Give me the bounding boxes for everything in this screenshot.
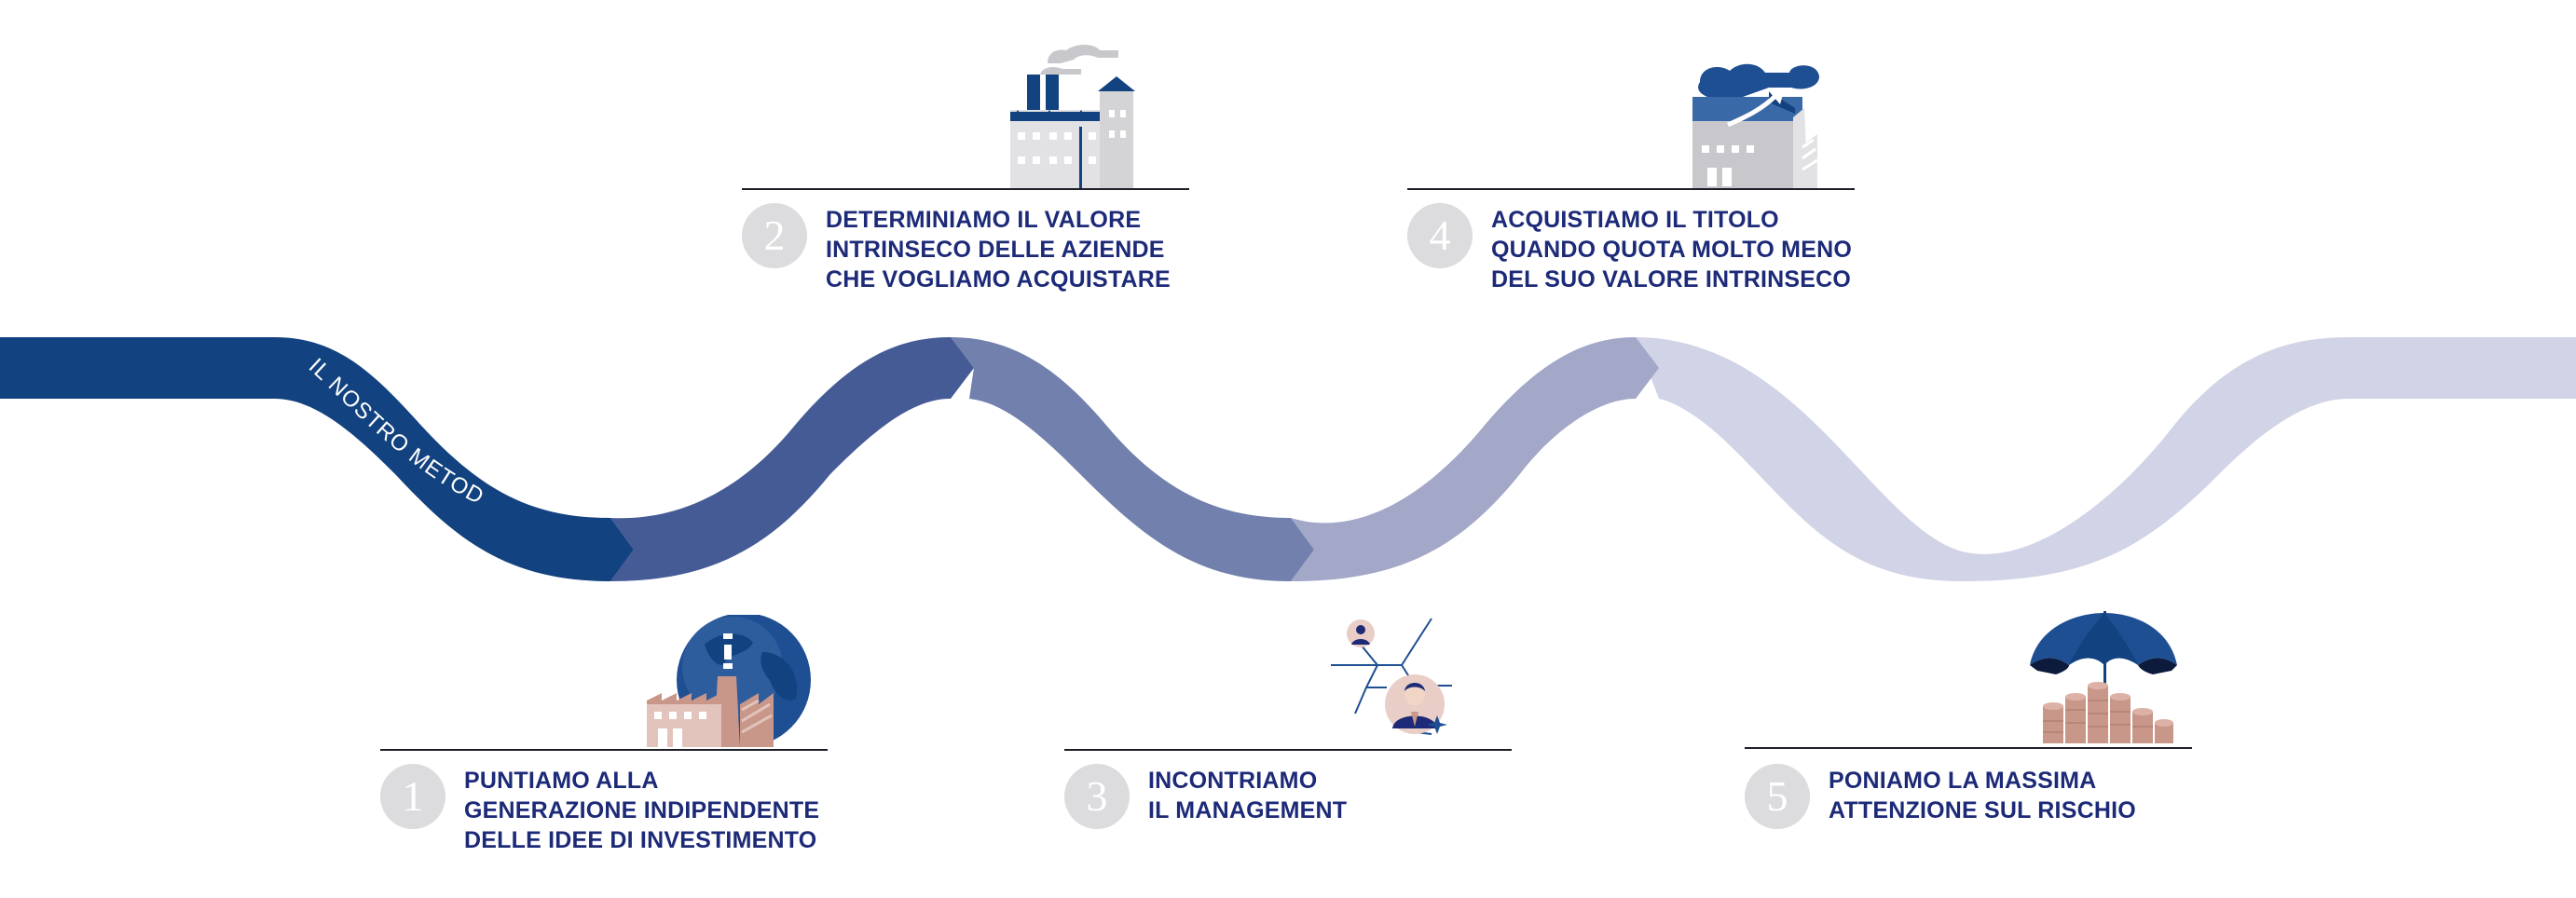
- ribbon-segment-5: [1636, 337, 2576, 581]
- step-4: 4 ACQUISTIAMO IL TITOLO QUANDO QUOTA MOL…: [1407, 34, 1864, 304]
- step-2-number: 2: [742, 203, 807, 268]
- step-2-divider: [742, 188, 1189, 190]
- step-2: 2 DETERMINIAMO IL VALORE INTRINSECO DELL…: [742, 34, 1199, 304]
- ribbon-segment-2: [610, 337, 974, 581]
- step-4-divider: [1407, 188, 1855, 190]
- step-5: 5 PONIAMO LA MASSIMA ATTENZIONE SUL RISC…: [1745, 611, 2201, 891]
- step-3-text: INCONTRIAMO IL MANAGEMENT: [1148, 768, 1348, 823]
- ribbon-segment-1: [0, 337, 634, 581]
- factory-growth-icon: [1692, 63, 1819, 188]
- step-2-text: DETERMINIAMO IL VALORE INTRINSECO DELLE …: [826, 207, 1171, 293]
- factory-icon: [1010, 45, 1135, 190]
- step-3-divider: [1064, 749, 1512, 751]
- step-4-number: 4: [1407, 203, 1473, 268]
- step-1: 1 PUNTIAMO ALLA GENERAZIONE INDIPENDENTE…: [380, 611, 837, 891]
- step-3-number: 3: [1064, 764, 1130, 829]
- umbrella-coins-icon: [2030, 611, 2177, 743]
- management-network-icon: [1331, 618, 1452, 735]
- step-1-number: 1: [380, 764, 445, 829]
- step-1-divider: [380, 749, 828, 751]
- ribbon-segment-3: [951, 337, 1314, 581]
- step-3: 3 INCONTRIAMO IL MANAGEMENT: [1064, 611, 1521, 891]
- step-5-divider: [1745, 747, 2192, 749]
- globe-factory-icon: [647, 615, 811, 747]
- step-1-text: PUNTIAMO ALLA GENERAZIONE INDIPENDENTE D…: [464, 768, 820, 853]
- step-4-text: ACQUISTIAMO IL TITOLO QUANDO QUOTA MOLTO…: [1491, 207, 1852, 293]
- step-5-number: 5: [1745, 764, 1810, 829]
- step-5-text: PONIAMO LA MASSIMA ATTENZIONE SUL RISCHI…: [1829, 768, 2136, 823]
- ribbon-segment-4: [1291, 337, 1659, 581]
